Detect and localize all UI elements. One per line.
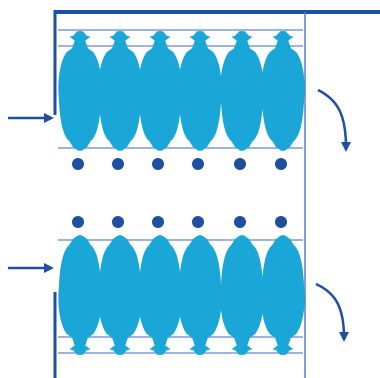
upper-stall-row: [58, 31, 305, 151]
pit-post: [234, 216, 246, 228]
pit-post: [152, 216, 164, 228]
pit-post: [152, 158, 164, 170]
lower-exit-arrow: [315, 282, 349, 342]
pit-post: [275, 216, 287, 228]
pit-post: [112, 216, 124, 228]
pit-post: [192, 158, 204, 170]
cow-silhouette: [261, 31, 305, 151]
cow-silhouette: [220, 31, 264, 151]
pit-post: [112, 158, 124, 170]
parlor-frame: [53, 10, 380, 378]
pit-post: [275, 158, 287, 170]
cow-silhouette: [178, 31, 222, 151]
pit-posts: [72, 158, 287, 228]
cow-silhouette: [98, 31, 142, 151]
pit-post: [192, 216, 204, 228]
flow-arrows: [8, 88, 351, 342]
cow-silhouette: [138, 31, 182, 151]
upper-exit-arrow: [317, 88, 351, 152]
pit-post: [72, 216, 84, 228]
cow-silhouette: [58, 31, 102, 151]
pit-post: [72, 158, 84, 170]
pit-post: [234, 158, 246, 170]
